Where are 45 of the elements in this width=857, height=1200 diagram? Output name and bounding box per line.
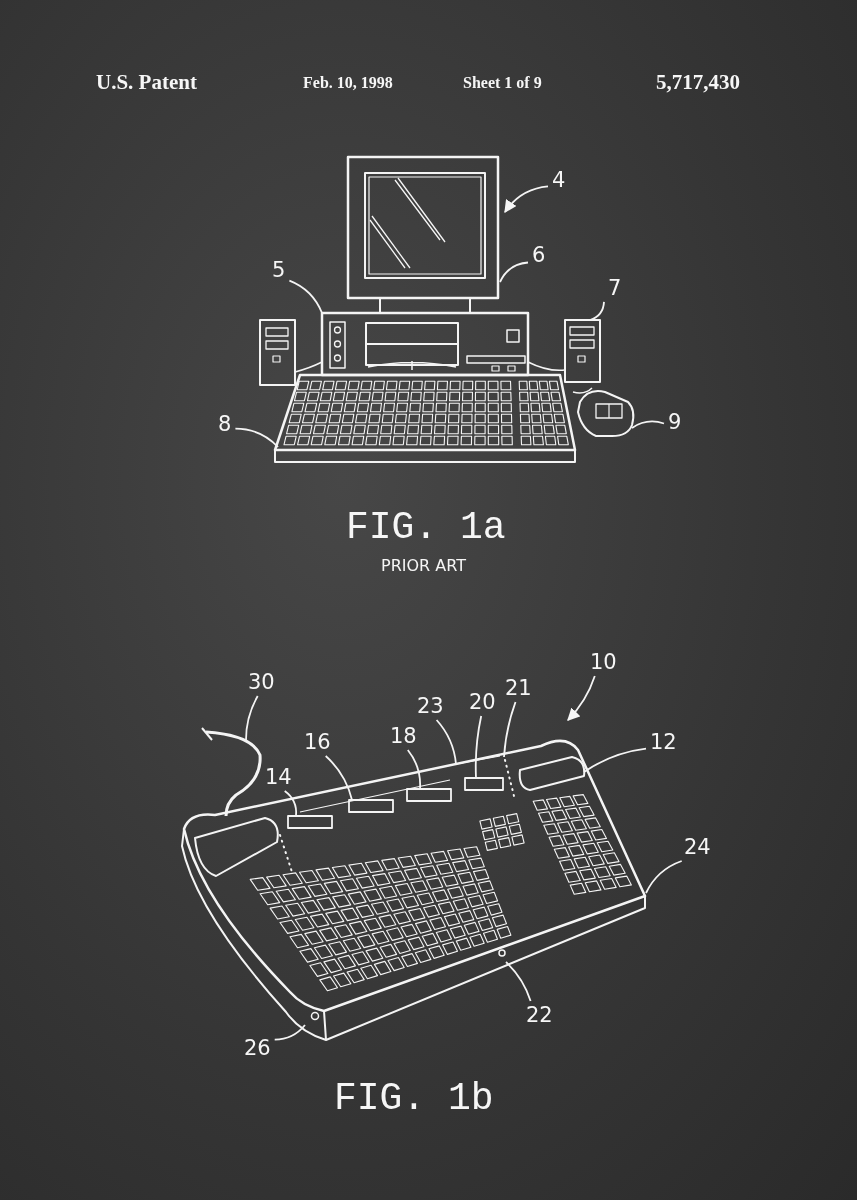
leader-line bbox=[234, 427, 279, 448]
leader-line bbox=[589, 301, 605, 321]
callout-number: 20 bbox=[467, 690, 498, 714]
leader-line bbox=[283, 790, 298, 817]
keyboard-drawing bbox=[181, 727, 647, 1041]
callout-number: 12 bbox=[648, 730, 679, 754]
leader-line bbox=[288, 279, 323, 314]
leader-line bbox=[567, 675, 596, 721]
leader-line bbox=[324, 755, 353, 801]
prior-art-note: PRIOR ART bbox=[381, 556, 466, 575]
leader-line bbox=[505, 961, 532, 1002]
callout-number: 7 bbox=[606, 276, 624, 300]
leader-line bbox=[503, 701, 517, 758]
leader-line bbox=[273, 1024, 306, 1041]
callout-number: 22 bbox=[524, 1003, 555, 1027]
callout-number: 24 bbox=[682, 835, 713, 859]
callout-number: 5 bbox=[270, 258, 288, 282]
patent-heading: U.S. Patent bbox=[96, 70, 197, 95]
callout-number: 8 bbox=[216, 412, 234, 436]
patent-number: 5,717,430 bbox=[656, 70, 740, 95]
callout-number: 18 bbox=[388, 724, 419, 748]
callout-number: 6 bbox=[530, 243, 548, 267]
leader-line bbox=[583, 747, 647, 773]
leader-line bbox=[504, 185, 549, 213]
callout-number: 10 bbox=[588, 650, 619, 674]
callout-number: 23 bbox=[415, 694, 446, 718]
callout-number: 9 bbox=[666, 410, 684, 434]
callout-number: 30 bbox=[246, 670, 277, 694]
callout-number: 16 bbox=[302, 730, 333, 754]
callout-number: 21 bbox=[503, 676, 534, 700]
callout-number: 14 bbox=[263, 765, 294, 789]
leader-line bbox=[474, 715, 483, 779]
callout-number: 4 bbox=[550, 168, 568, 192]
sheet-number: Sheet 1 of 9 bbox=[463, 74, 542, 92]
computer-drawing bbox=[259, 155, 635, 463]
leader-line bbox=[499, 261, 529, 283]
leader-line bbox=[406, 749, 422, 790]
figure-caption: FIG. 1b bbox=[334, 1077, 494, 1120]
leader-line bbox=[435, 719, 457, 765]
callout-number: 26 bbox=[242, 1036, 273, 1060]
patent-date: Feb. 10, 1998 bbox=[303, 74, 393, 92]
leader-line bbox=[245, 695, 259, 741]
leader-line bbox=[645, 860, 683, 894]
figure-caption: FIG. 1a bbox=[346, 506, 506, 549]
leader-line bbox=[631, 420, 665, 429]
